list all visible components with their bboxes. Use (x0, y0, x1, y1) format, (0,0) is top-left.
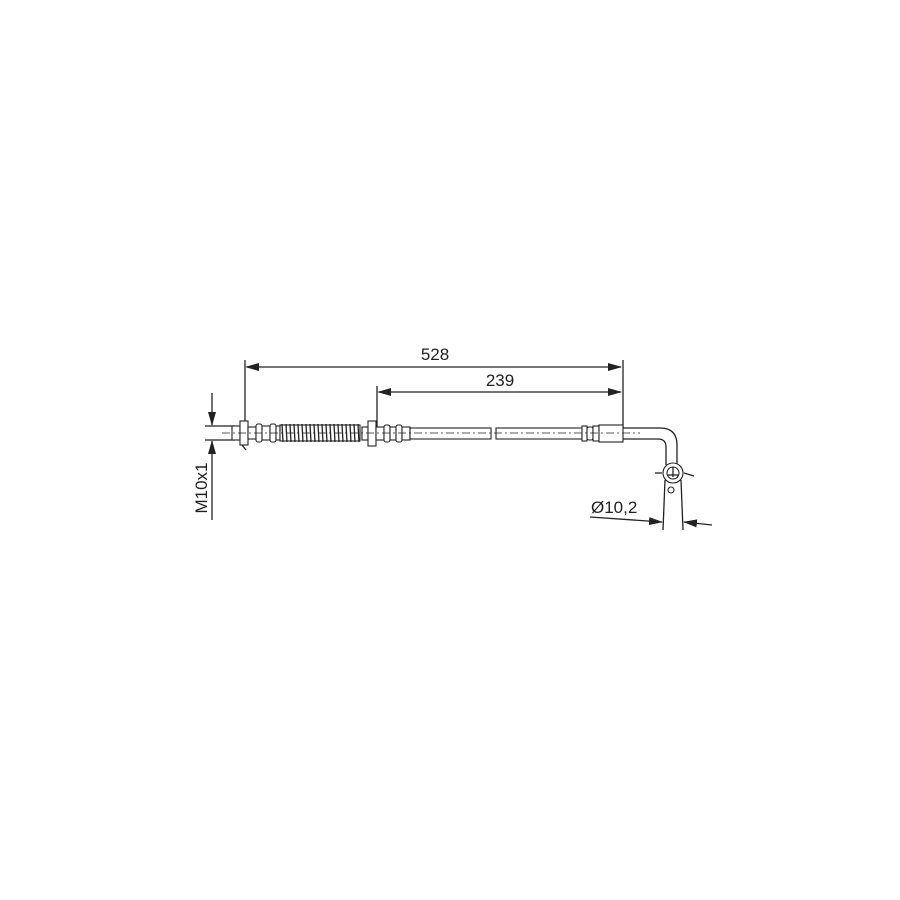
dimension-528-label: 528 (421, 345, 449, 364)
spring-coil (293, 423, 296, 443)
dimension-239-label: 239 (486, 371, 514, 390)
thread-dimension: M10x1 (192, 393, 235, 520)
spring-coil (357, 423, 360, 443)
thread-label: M10x1 (192, 462, 211, 513)
dimension-239: 239 (376, 371, 622, 428)
diameter-dimension: Ø10,2 (589, 498, 713, 528)
brake-hose (222, 420, 695, 531)
spring-coil (325, 423, 328, 443)
dimension-528: 528 (244, 345, 624, 428)
spring-coil (341, 423, 344, 443)
diameter-label: Ø10,2 (591, 498, 637, 517)
spring-coil (309, 423, 312, 443)
